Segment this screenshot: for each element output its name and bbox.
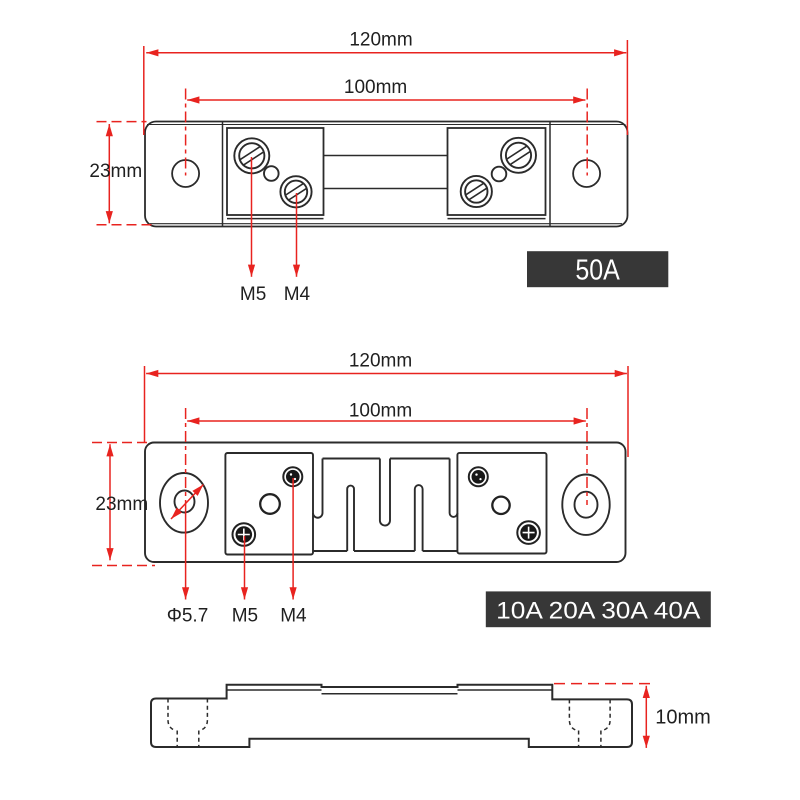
svg-text:10mm: 10mm [655,707,711,729]
svg-text:M4: M4 [280,606,307,627]
svg-text:100mm: 100mm [344,77,407,98]
svg-text:M4: M4 [284,284,311,305]
svg-text:10A 20A 30A 40A: 10A 20A 30A 40A [496,598,700,625]
svg-text:120mm: 120mm [349,30,412,51]
svg-text:23mm: 23mm [89,161,142,182]
svg-text:23mm: 23mm [95,494,148,515]
svg-text:M5: M5 [232,606,258,627]
svg-text:120mm: 120mm [349,350,412,371]
svg-text:100mm: 100mm [349,401,412,422]
svg-text:M5: M5 [240,284,266,305]
svg-text:Φ5.7: Φ5.7 [167,606,209,627]
svg-text:50A: 50A [575,254,620,286]
